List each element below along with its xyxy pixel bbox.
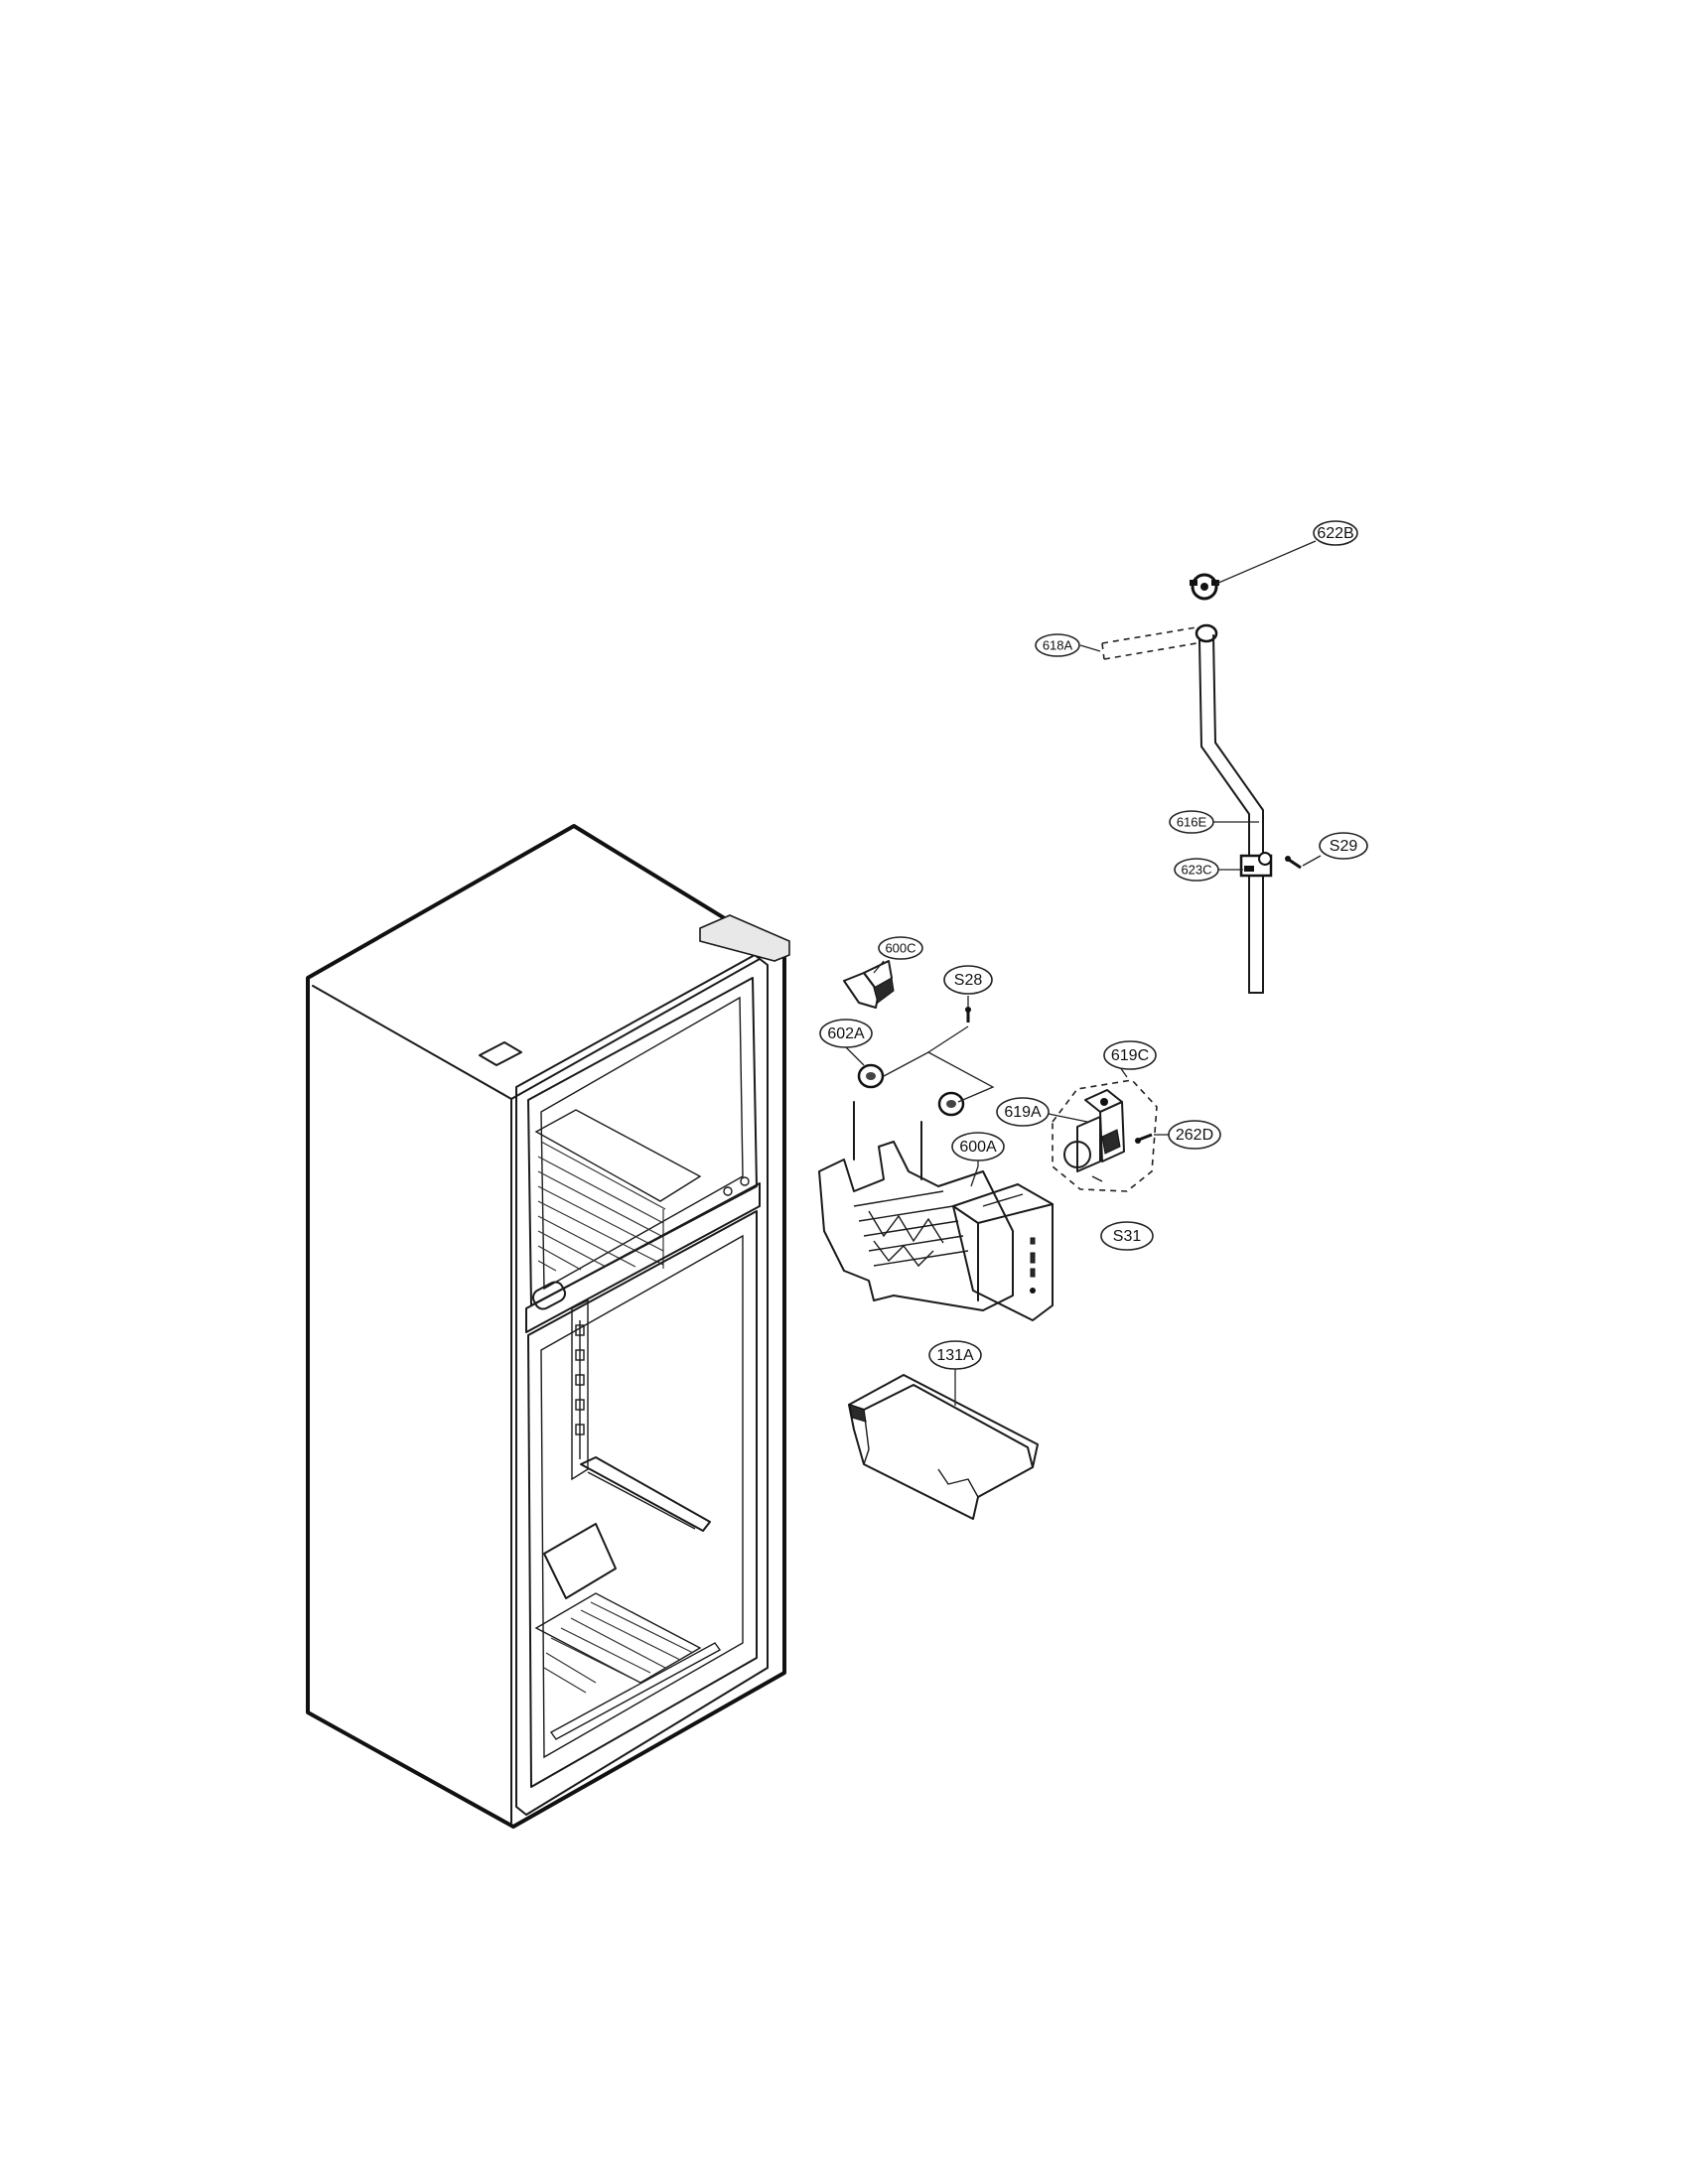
leader-600A xyxy=(970,1160,979,1187)
part-602A-grommets xyxy=(857,1063,965,1117)
freezer-inner-wall xyxy=(540,996,744,1291)
callout-label-600A: 600A xyxy=(959,1139,997,1156)
refrigerator-cabinet xyxy=(306,824,790,1829)
callout-S31: S31 xyxy=(1100,1221,1154,1251)
leader-619A xyxy=(1048,1113,1088,1123)
callout-label-S29: S29 xyxy=(1330,838,1358,855)
top-badge xyxy=(479,1041,522,1066)
top-hinge xyxy=(699,914,790,962)
cabinet-outer-outline xyxy=(306,824,786,1829)
cabinet-front-frame xyxy=(515,954,769,1816)
callout-label-600C: 600C xyxy=(885,940,915,955)
callout-131A: 131A xyxy=(928,1340,982,1370)
callout-label-618A: 618A xyxy=(1043,637,1073,652)
leader-602A xyxy=(845,1046,865,1066)
leader-S29 xyxy=(1302,855,1322,867)
part-S28-screw xyxy=(965,1007,971,1023)
bottom-rail xyxy=(549,1642,722,1740)
part-623C-clamp xyxy=(1239,852,1273,878)
callout-600C: 600C xyxy=(878,936,923,960)
callout-618A: 618A xyxy=(1035,633,1080,657)
callout-S28: S28 xyxy=(943,965,993,995)
callout-S29: S29 xyxy=(1319,832,1368,860)
cabinet-top-edge xyxy=(510,958,761,1100)
crisper-grill xyxy=(534,1592,702,1694)
callout-label-131A: 131A xyxy=(936,1347,974,1364)
part-619A-water-valve xyxy=(1063,1089,1125,1182)
light-housing xyxy=(531,1281,567,1310)
callout-600A: 600A xyxy=(951,1132,1005,1161)
part-262D-screw xyxy=(1135,1133,1153,1144)
callout-label-262D: 262D xyxy=(1176,1127,1213,1144)
leader-618A xyxy=(1079,644,1101,652)
callout-label-622B: 622B xyxy=(1317,525,1353,542)
mullion-screw-2 xyxy=(723,1186,733,1196)
fresh-food-inner-wall xyxy=(540,1234,744,1759)
callout-label-619C: 619C xyxy=(1111,1047,1149,1064)
callout-label-602A: 602A xyxy=(827,1025,865,1042)
part-S29-screw xyxy=(1285,856,1302,870)
callout-label-S28: S28 xyxy=(954,972,983,989)
leader-622B xyxy=(1215,540,1317,585)
part-600A-icemaker xyxy=(818,1101,1054,1321)
callout-label-619A: 619A xyxy=(1004,1104,1042,1121)
valve-assembly-boundary xyxy=(1052,1079,1158,1192)
part-131A-ice-bin xyxy=(848,1374,1039,1520)
callout-623C: 623C xyxy=(1174,858,1219,882)
callout-602A: 602A xyxy=(819,1019,873,1048)
callout-label-S31: S31 xyxy=(1113,1228,1142,1245)
callout-label-616E: 616E xyxy=(1177,814,1207,829)
callout-262D: 262D xyxy=(1168,1120,1221,1150)
callout-619C: 619C xyxy=(1103,1040,1157,1070)
leader-602A-bracket xyxy=(883,1051,995,1103)
shelf-ladder-rail xyxy=(571,1298,589,1481)
freezer-shelf-grill xyxy=(534,1109,702,1272)
callout-619A: 619A xyxy=(996,1097,1050,1127)
part-616E-fill-tube xyxy=(1195,623,1264,994)
freezer-opening xyxy=(527,977,758,1306)
cabinet-side-edge xyxy=(312,985,512,1824)
callout-616E: 616E xyxy=(1169,810,1214,834)
mullion-divider xyxy=(525,1182,761,1333)
callout-622B: 622B xyxy=(1313,520,1358,546)
fresh-food-opening xyxy=(527,1210,758,1788)
callout-label-623C: 623C xyxy=(1181,862,1211,877)
part-618A-tube xyxy=(1101,626,1197,660)
crisper-cover xyxy=(543,1523,617,1599)
part-622B-nut xyxy=(1190,573,1219,601)
leader-602A-screw xyxy=(927,1025,969,1053)
leader-600C xyxy=(873,960,885,974)
shelf-support xyxy=(580,1456,711,1532)
mullion-screw xyxy=(740,1176,750,1186)
part-600C-bracket xyxy=(843,960,895,1009)
